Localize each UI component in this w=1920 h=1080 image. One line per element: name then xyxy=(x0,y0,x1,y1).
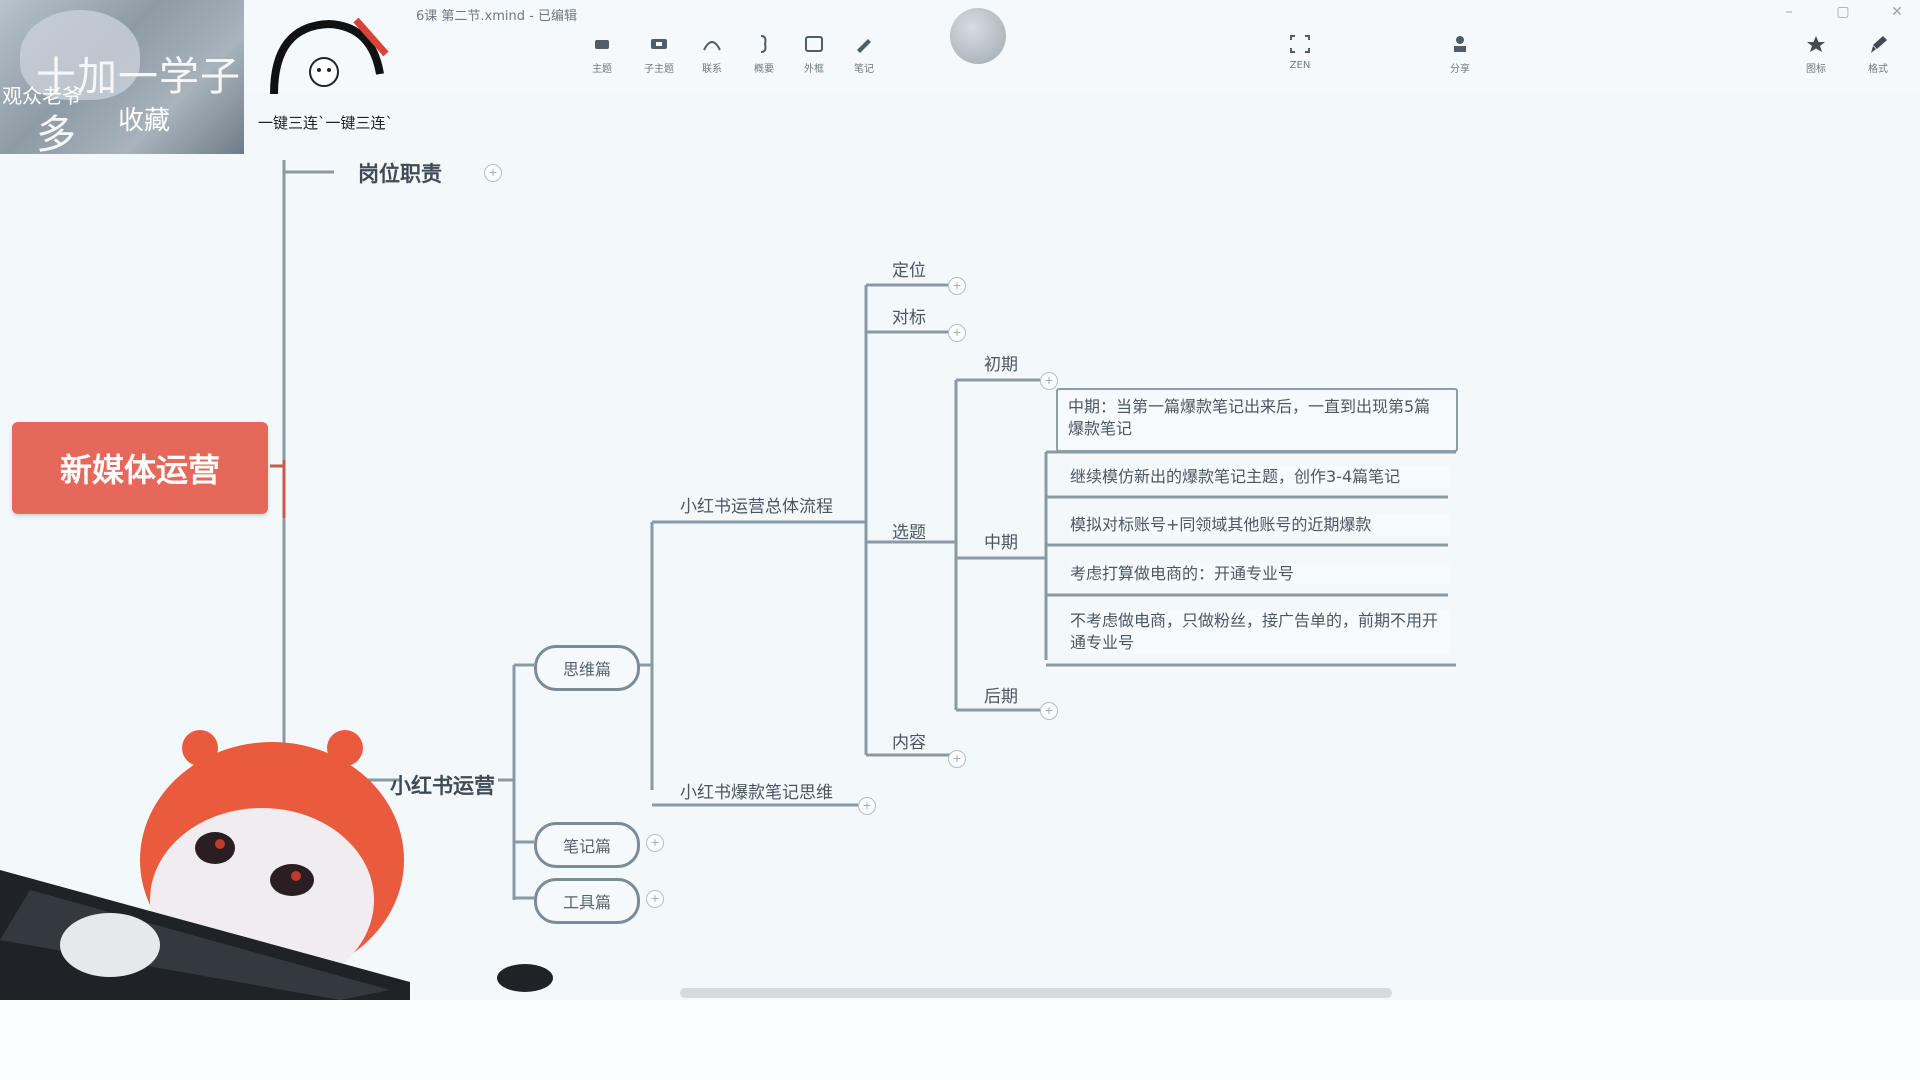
chibi-mascot-icon xyxy=(0,730,553,1000)
share-icon xyxy=(1449,34,1471,54)
subtopic-icon xyxy=(648,34,670,54)
summary-icon xyxy=(753,34,775,54)
horizontal-scrollbar[interactable] xyxy=(680,988,1392,998)
topic-xiaohongshu-ops[interactable]: 小红书运营 xyxy=(390,774,495,798)
collapse-button[interactable]: + xyxy=(1040,372,1058,390)
boundary-icon xyxy=(803,34,825,54)
topic-tool[interactable]: 主题 xyxy=(576,34,628,75)
topic-overall-flow[interactable]: 小红书运营总体流程 xyxy=(680,497,833,517)
format-tool[interactable]: 格式 xyxy=(1852,34,1904,75)
streamer-cat-overlay: 十加一学子多 观众老爷 收藏 xyxy=(0,0,244,154)
cat-silhouette xyxy=(20,10,140,100)
collapse-button[interactable]: + xyxy=(646,890,664,908)
note-benchmark-accounts[interactable]: 模拟对标账号+同领域其他账号的近期爆款 xyxy=(1070,514,1450,536)
close-button[interactable]: ✕ xyxy=(1891,4,1903,20)
zen-tool[interactable]: ZEN xyxy=(1274,34,1326,71)
face-logo-icon xyxy=(270,17,389,95)
topic-job-duties[interactable]: 岗位职责 xyxy=(358,162,442,186)
collapse-button[interactable]: + xyxy=(646,834,664,852)
share-tool[interactable]: 分享 xyxy=(1434,34,1486,75)
root-topic[interactable]: 新媒体运营 xyxy=(12,422,268,514)
boundary-tool[interactable]: 外框 xyxy=(788,34,840,75)
icon-tool[interactable]: 图标 xyxy=(1790,34,1842,75)
collapse-button[interactable]: + xyxy=(948,277,966,295)
subtopic-tool[interactable]: 子主题 xyxy=(633,34,685,75)
note-keep-imitating[interactable]: 继续模仿新出的爆款笔记主题，创作3-4篇笔记 xyxy=(1070,466,1450,488)
note-ecommerce-pro[interactable]: 考虑打算做电商的：开通专业号 xyxy=(1070,563,1450,585)
zen-icon xyxy=(1289,34,1311,54)
topic-benchmark[interactable]: 对标 xyxy=(892,308,926,328)
overlay-text: 收藏 xyxy=(118,106,171,136)
collapse-button[interactable]: + xyxy=(1040,702,1058,720)
window-title: 6课 第二节.xmind - 已编辑 xyxy=(416,9,577,24)
topic-middle-phase[interactable]: 中期 xyxy=(984,533,1018,553)
topic-thinking[interactable]: 思维篇 xyxy=(534,645,640,691)
minimize-button[interactable]: – xyxy=(1785,4,1793,20)
note-no-ecommerce[interactable]: 不考虑做电商，只做粉丝，接广告单的，前期不用开通专业号 xyxy=(1070,610,1450,654)
star-icon xyxy=(1805,34,1827,54)
collapse-button[interactable]: + xyxy=(858,797,876,815)
topic-content[interactable]: 内容 xyxy=(892,733,926,753)
relationship-tool[interactable]: 联系 xyxy=(686,34,738,75)
collapse-button[interactable]: + xyxy=(948,324,966,342)
topic-positioning[interactable]: 定位 xyxy=(892,261,926,281)
topic-icon xyxy=(591,34,613,54)
moon-decoration xyxy=(950,8,1006,64)
brush-icon xyxy=(1867,34,1889,54)
logo-caption: 一键三连`一键三连` xyxy=(258,114,394,132)
summary-tool[interactable]: 概要 xyxy=(738,34,790,75)
relationship-icon xyxy=(701,34,723,54)
overlay-text: 十加一学子多 xyxy=(36,54,241,154)
note-mid-definition[interactable]: 中期：当第一篇爆款笔记出来后，一直到出现第5篇爆款笔记 xyxy=(1056,388,1458,452)
maximize-button[interactable]: ▢ xyxy=(1836,4,1850,20)
topic-late-phase[interactable]: 后期 xyxy=(984,687,1018,707)
topic-hit-thinking[interactable]: 小红书爆款笔记思维 xyxy=(680,783,833,803)
topic-early-phase[interactable]: 初期 xyxy=(984,355,1018,375)
collapse-button[interactable]: + xyxy=(484,164,502,182)
overlay-text: 观众老爷 xyxy=(2,84,82,108)
note-icon xyxy=(853,34,875,54)
status-strip xyxy=(0,1000,1920,1080)
collapse-button[interactable]: + xyxy=(948,750,966,768)
topic-notes[interactable]: 笔记篇 xyxy=(534,822,640,868)
topic-tools[interactable]: 工具篇 xyxy=(534,878,640,924)
topic-topic-selection[interactable]: 选题 xyxy=(892,523,926,543)
note-tool[interactable]: 笔记 xyxy=(838,34,890,75)
